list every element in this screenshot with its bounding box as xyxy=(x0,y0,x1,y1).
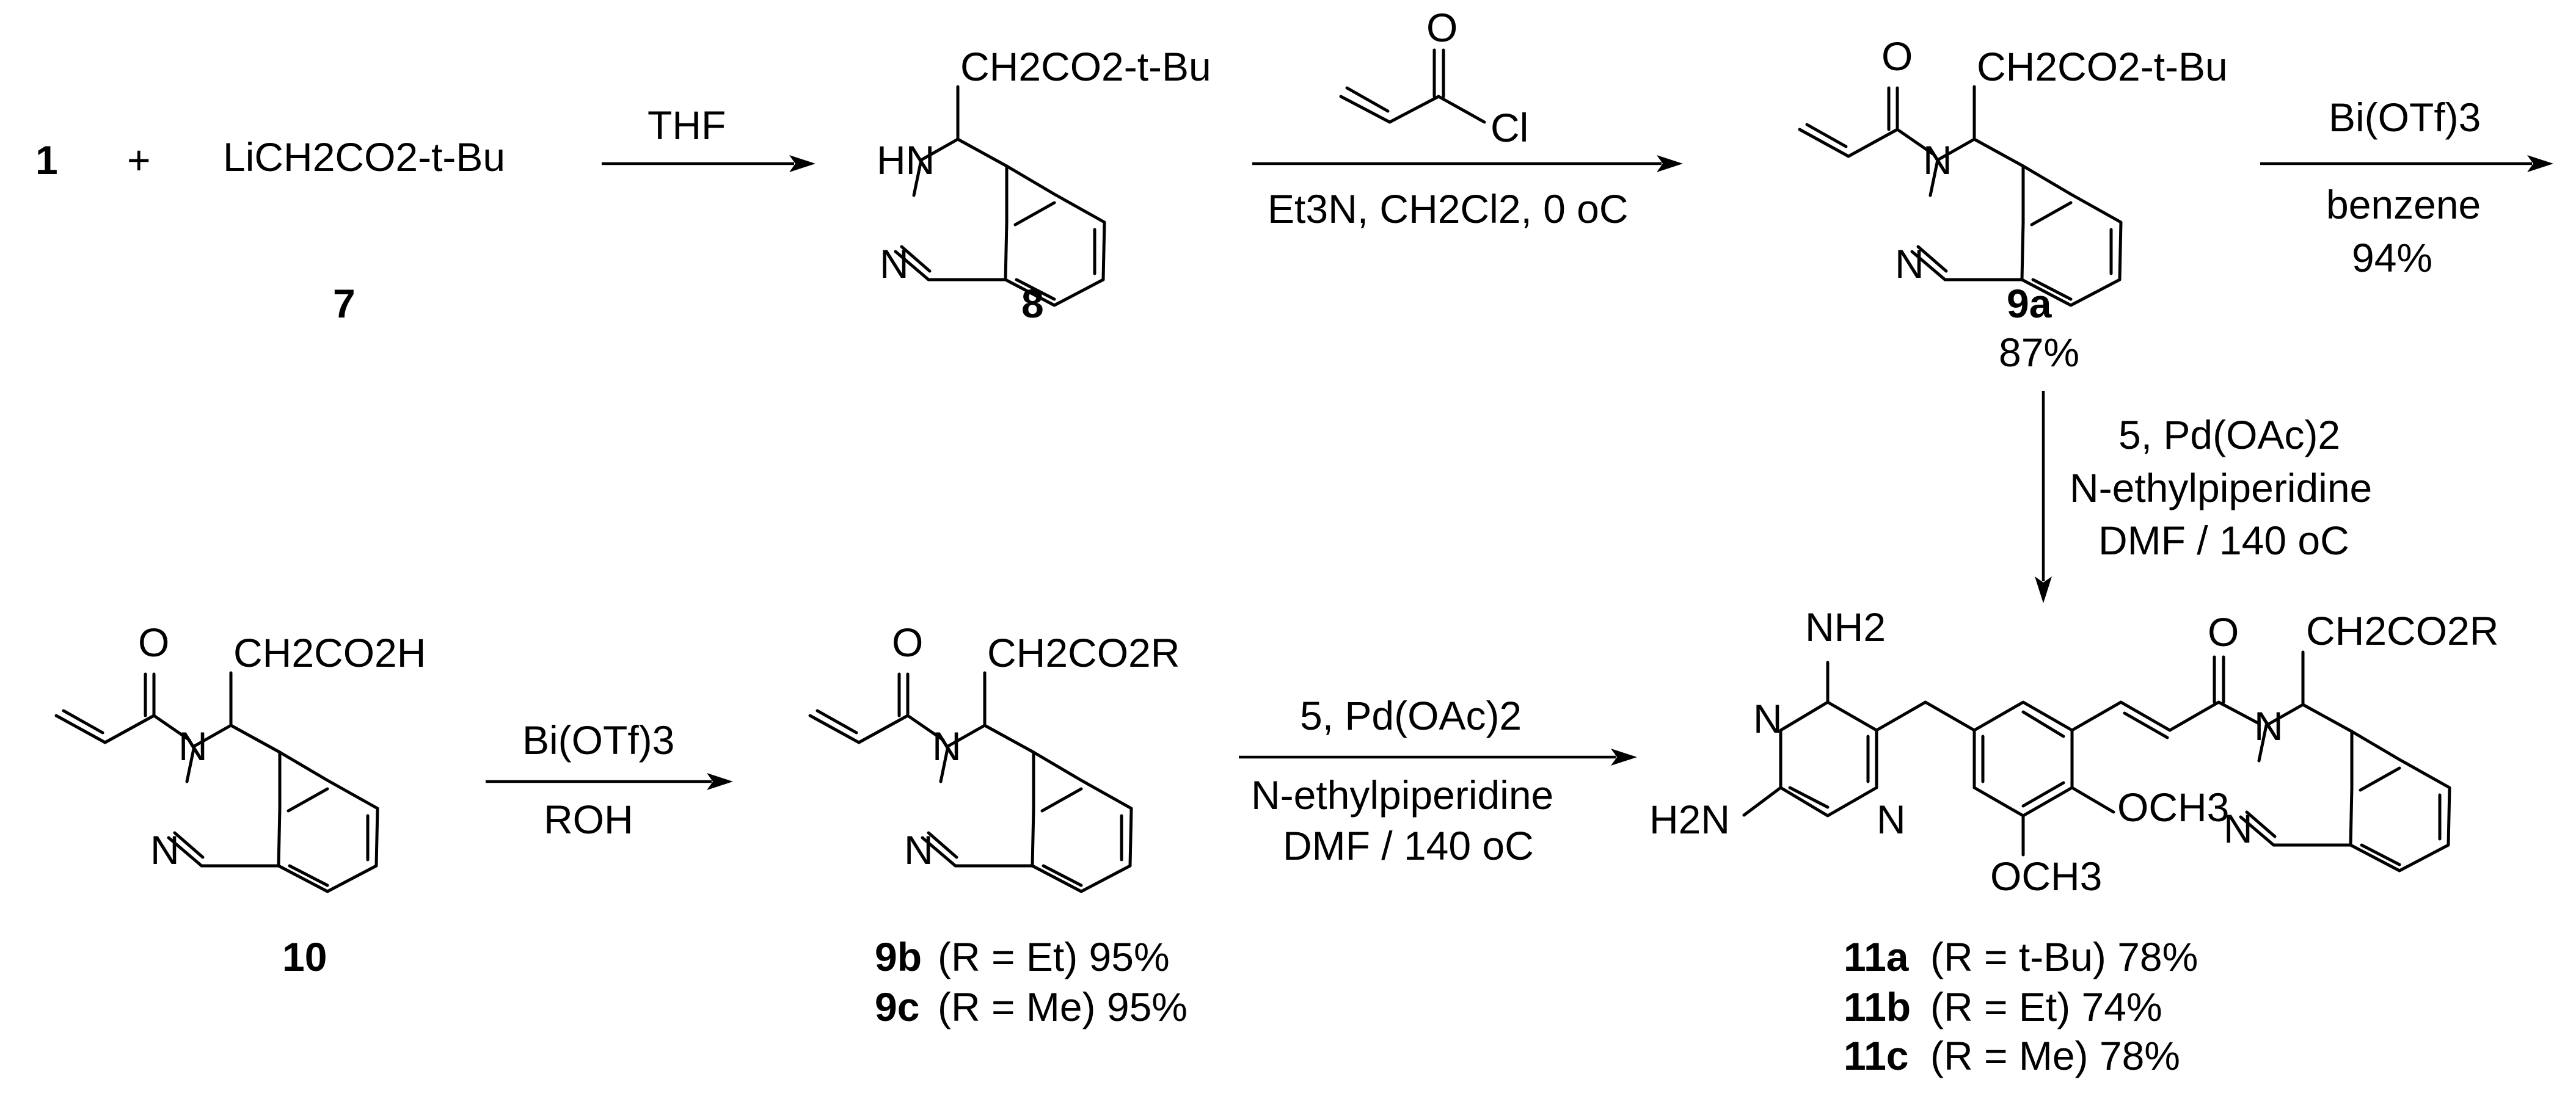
cmpd8-n: N xyxy=(880,241,909,286)
reagent-7-formula: LiCH2CO2-t-Bu xyxy=(223,134,505,180)
compound-11c-label: 11c xyxy=(1844,1033,1908,1078)
cmpd9bc-n1: N xyxy=(932,724,961,769)
cmpd11-n2: N xyxy=(2224,806,2253,851)
compound-8-label: 8 xyxy=(1021,281,1044,326)
cmpd11-nh2: NH2 xyxy=(1805,604,1886,650)
step3-yield: 94% xyxy=(2352,235,2432,280)
step3-solvent: benzene xyxy=(2326,182,2481,227)
step6-line3: DMF / 140 oC xyxy=(1283,823,1534,868)
step4-line3: DMF / 140 oC xyxy=(2098,518,2349,563)
cmpd10-oxygen: O xyxy=(138,620,169,665)
compound-10-structure xyxy=(56,673,378,891)
cmpd9a-substituent: CH2CO2-t-Bu xyxy=(1977,44,2228,89)
cmpd11-pyrimidine-n2: N xyxy=(1877,797,1906,842)
compound-11-phthalazine xyxy=(2241,652,2450,871)
compound-9bc-structure xyxy=(810,673,1131,891)
arrow-step-5 xyxy=(486,773,733,790)
compound-11-structure xyxy=(1742,655,2261,857)
cmpd11-h2n: H2N xyxy=(1649,797,1730,842)
step4-line1: 5, Pd(OAc)2 xyxy=(2118,412,2340,457)
compound-9a-label: 9a xyxy=(2007,281,2052,326)
cmpd8-hn: HN xyxy=(877,137,935,183)
arrow-step-4 xyxy=(2035,391,2052,603)
acryloyl-chloride-chlorine: Cl xyxy=(1491,105,1528,150)
step5-solvent: ROH xyxy=(544,797,633,842)
cmpd9a-n2: N xyxy=(1895,241,1924,286)
reagent-7-label: 7 xyxy=(333,281,356,326)
cmpd11-och3-b: OCH3 xyxy=(1990,854,2102,899)
cmpd11-substituent: CH2CO2R xyxy=(2306,608,2498,653)
compound-11a-description: (R = t-Bu) 78% xyxy=(1930,934,2198,979)
cmpd10-substituent: CH2CO2H xyxy=(233,630,426,675)
compound-9c-label: 9c xyxy=(875,984,919,1029)
cmpd9bc-n2: N xyxy=(904,827,933,873)
compound-9a-yield: 87% xyxy=(1999,330,2079,375)
compound-9a-structure xyxy=(1800,87,2121,305)
step4-line2: N-ethylpiperidine xyxy=(2070,465,2372,510)
compound-9b-description: (R = Et) 95% xyxy=(938,934,1170,979)
compound-8-structure xyxy=(896,87,1104,305)
step6-line2: N-ethylpiperidine xyxy=(1251,772,1553,818)
compound-11b-description: (R = Et) 74% xyxy=(1930,984,2162,1029)
cmpd11-pyrimidine-n1: N xyxy=(1753,696,1782,741)
cmpd9a-n1: N xyxy=(1923,137,1952,183)
compound-11a-label: 11a xyxy=(1844,934,1910,979)
cmpd9bc-oxygen: O xyxy=(892,620,923,665)
compound-9c-description: (R = Me) 95% xyxy=(938,984,1188,1029)
cmpd11-och3-a: OCH3 xyxy=(2117,785,2229,830)
step6-line1: 5, Pd(OAc)2 xyxy=(1300,693,1522,738)
cmpd10-n2: N xyxy=(150,827,180,873)
arrow-step-1 xyxy=(602,155,815,172)
compound-11b-label: 11b xyxy=(1844,984,1911,1029)
arrow-step-3 xyxy=(2260,155,2553,172)
cmpd10-n1: N xyxy=(178,724,208,769)
acryloyl-chloride-structure xyxy=(1339,48,1486,124)
acryloyl-chloride-oxygen: O xyxy=(1426,5,1458,50)
cmpd9a-oxygen: O xyxy=(1881,34,1913,79)
step1-reagent: THF xyxy=(648,103,726,148)
reagent-1-label: 1 xyxy=(35,137,58,183)
step3-reagent: Bi(OTf)3 xyxy=(2329,95,2481,140)
compound-10-label: 10 xyxy=(282,934,327,979)
step2-conditions: Et3N, CH2Cl2, 0 oC xyxy=(1268,186,1629,231)
step5-reagent: Bi(OTf)3 xyxy=(522,717,674,763)
cmpd8-substituent: CH2CO2-t-Bu xyxy=(960,44,1211,89)
arrow-step-6 xyxy=(1239,749,1637,766)
arrow-step-2 xyxy=(1252,155,1683,172)
cmpd11-oxygen: O xyxy=(2208,609,2239,655)
plus-sign: + xyxy=(127,137,151,183)
cmpd11-n1: N xyxy=(2254,703,2283,749)
compound-11c-description: (R = Me) 78% xyxy=(1930,1033,2180,1078)
compound-9b-label: 9b xyxy=(875,934,922,979)
cmpd9bc-substituent: CH2CO2R xyxy=(987,630,1180,675)
